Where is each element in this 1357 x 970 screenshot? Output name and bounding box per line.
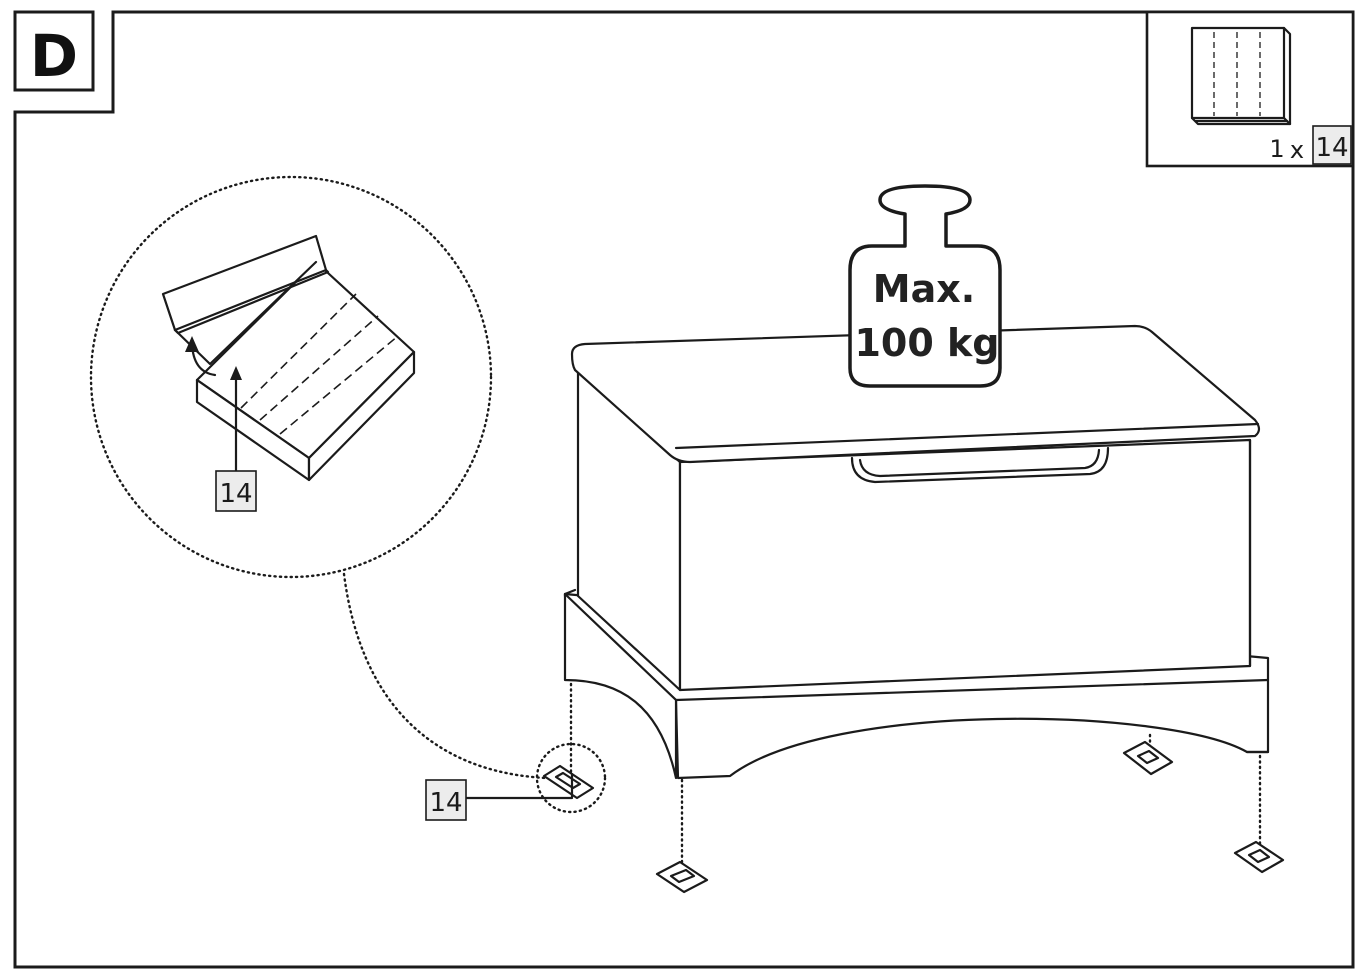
adhesive-pad-front-right (1233, 840, 1285, 874)
detail-part-tag (215, 470, 257, 512)
pad-pointer-label: 14 (425, 772, 574, 821)
storage-chest (563, 324, 1270, 872)
parts-box: 1 x 14 (1145, 10, 1355, 168)
peel-backing-icon (161, 234, 416, 482)
weight-limit-line1: Max. (873, 267, 975, 311)
weight-limit-line2: 100 kg (854, 321, 999, 365)
parts-number-tag (1312, 125, 1352, 165)
pointer-part-tag (425, 779, 467, 821)
weight-icon: Max. 100 kg (848, 184, 1002, 388)
step-indicator: D (13, 10, 95, 92)
adhesive-pad-front-left (655, 860, 709, 894)
parts-number: 14 (1315, 133, 1348, 163)
detail-callout: 14 (89, 175, 493, 579)
parts-quantity: 1 (1269, 135, 1284, 163)
callout-connector (342, 572, 548, 780)
detail-part-number: 14 (219, 479, 252, 509)
adhesive-pad-back-left (535, 742, 607, 814)
pointer-part-number: 14 (429, 788, 462, 818)
parts-multiplier: x (1290, 136, 1304, 164)
adhesive-pad-sheet-icon (1190, 26, 1292, 126)
step-letter: D (30, 22, 78, 90)
adhesive-pad-back-right (1122, 740, 1174, 776)
